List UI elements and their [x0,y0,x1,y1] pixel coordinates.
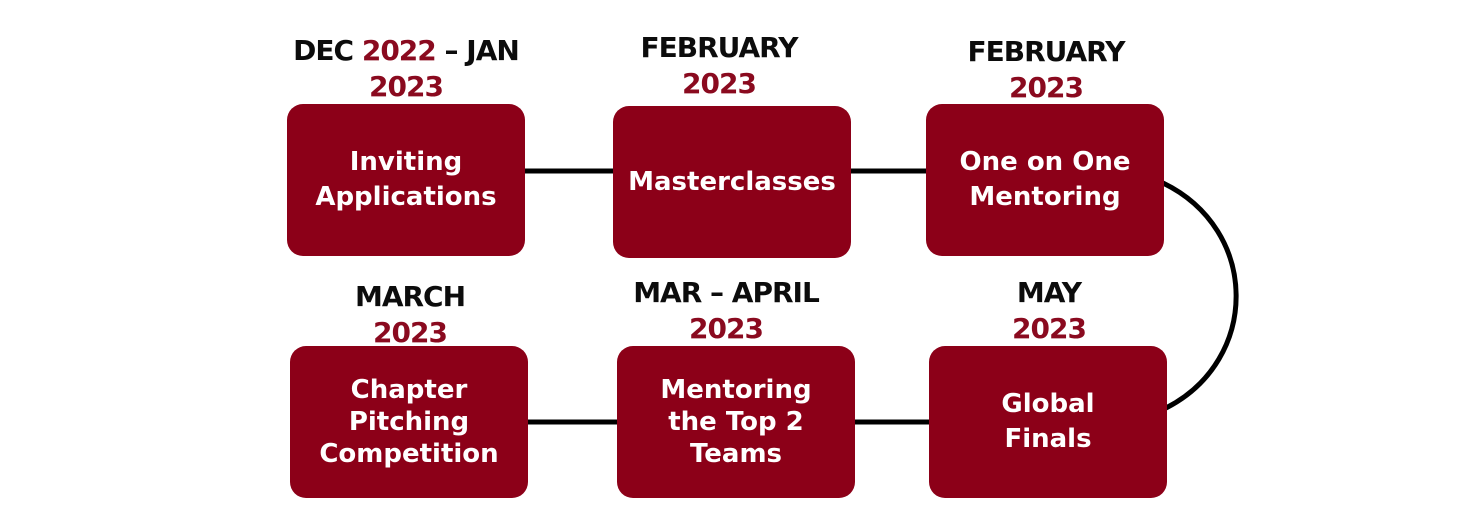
date-year: 2023 [682,67,757,100]
date-year: 2023 [369,70,444,103]
date-month: FEBRUARY [640,31,798,64]
step-date: MARCH 2023 [250,279,570,351]
date-year: 2023 [689,312,764,345]
step-date: MAR – APRIL 2023 [566,275,886,347]
step-date: FEBRUARY 2023 [886,34,1206,106]
step-box: Global Finals [929,346,1167,498]
step-label-line: Teams [689,439,783,469]
date-month: FEBRUARY [967,35,1125,68]
step-label-line: Pitching [348,407,470,437]
step-label-line: Inviting [349,147,463,177]
date-line-1: DEC 2022 – JAN [246,33,566,69]
step-box: Chapter Pitching Competition [290,346,528,498]
step-label-line: Finals [1004,424,1092,454]
step-date: MAY 2023 [889,275,1209,347]
step-label-line: Applications [315,182,497,212]
step-box: Inviting Applications [287,104,525,256]
connector-3-6-curve [1161,180,1239,411]
step-box: One on One Mentoring [926,104,1164,256]
step-label-line: Masterclasses [628,166,836,197]
date-year: 2023 [1009,71,1084,104]
date-year: 2023 [373,316,448,349]
date-month-end: – JAN [435,34,520,67]
date-month: MAY [1016,276,1082,309]
step-label-line: the Top 2 [668,407,804,437]
step-label-line: Competition [319,439,499,469]
date-month: MAR – APRIL [633,276,820,309]
step-label-line: Global [1001,389,1095,419]
step-label-line: Mentoring [660,375,812,405]
step-box: Masterclasses [613,106,851,258]
step-date: FEBRUARY 2023 [559,30,879,102]
date-month-start: DEC [293,34,362,67]
step-label-line: One on One [959,147,1131,177]
date-month: MARCH [354,280,466,313]
step-label-line: Mentoring [969,182,1121,212]
date-year-start: 2022 [361,34,437,67]
step-label-line: Chapter [350,375,468,405]
step-box: Mentoring the Top 2 Teams [617,346,855,498]
step-date: DEC 2022 – JAN 2023 [246,33,566,105]
date-year: 2023 [1012,312,1087,345]
